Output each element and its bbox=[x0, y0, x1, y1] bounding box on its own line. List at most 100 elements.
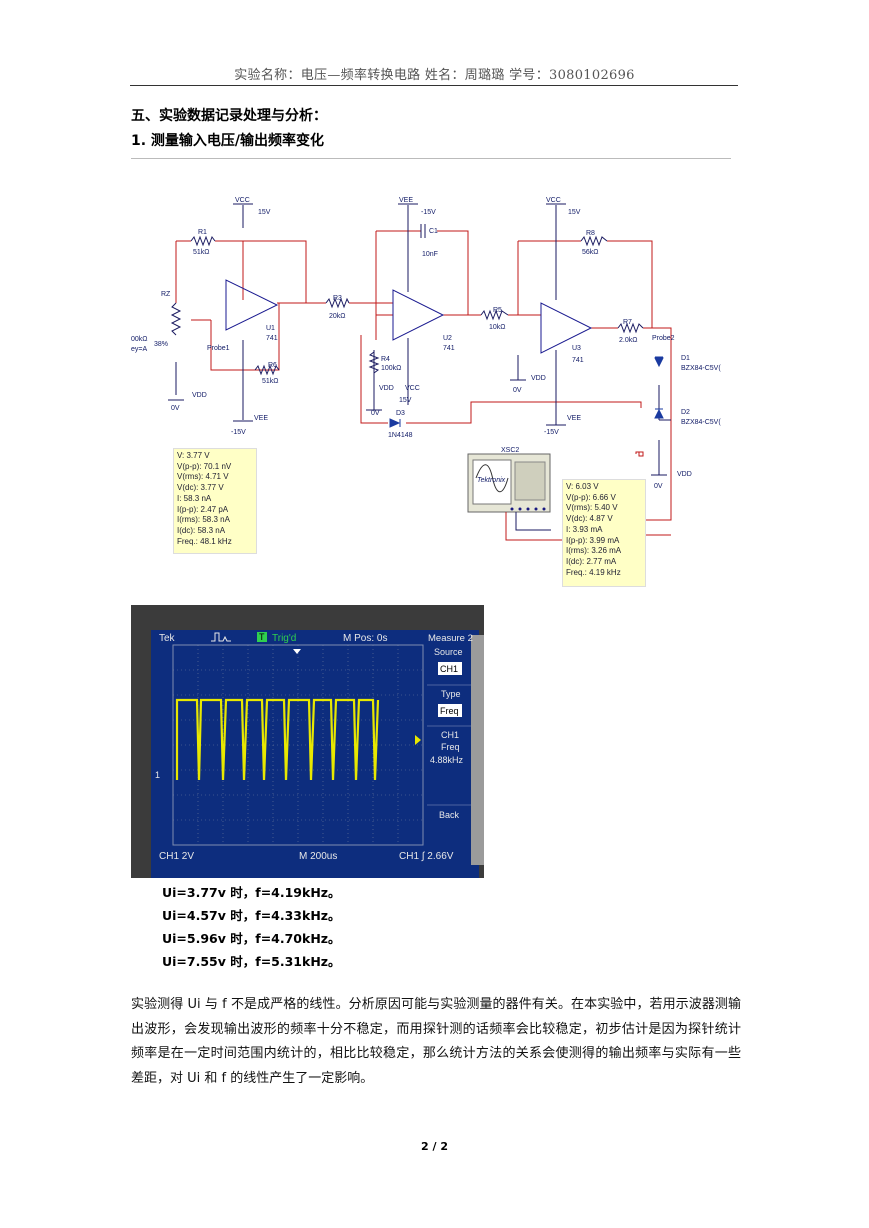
back-button[interactable]: Back bbox=[439, 810, 460, 820]
r7-label: R7 bbox=[623, 319, 632, 326]
vcc2-value: 15V bbox=[399, 397, 412, 404]
probe1-line: I: 58.3 nA bbox=[177, 493, 212, 503]
r3-value: 20kΩ bbox=[329, 313, 346, 320]
type-label: Type bbox=[441, 689, 461, 699]
horizontal-position: M Pos: 0s bbox=[343, 633, 387, 644]
vee2-value: -15V bbox=[421, 209, 436, 216]
results-list: Ui=3.77v 时，f=4.19kHz。 Ui=4.57v 时，f=4.33k… bbox=[162, 881, 341, 973]
r5-label: R5 bbox=[493, 307, 502, 314]
r3-label: R3 bbox=[333, 295, 342, 302]
section-subtitle: 1. 测量输入电压/输出频率变化 bbox=[131, 133, 325, 149]
ground-0v-c: 0V bbox=[654, 483, 663, 490]
probe1-line: V(p-p): 70.1 nV bbox=[177, 461, 232, 471]
r5-value: 10kΩ bbox=[489, 324, 506, 331]
probe2-line: Freq.: 4.19 kHz bbox=[566, 567, 621, 577]
ground-0v-b: 0V bbox=[513, 387, 522, 394]
menu-title: Measure 2 bbox=[428, 633, 473, 644]
scope-brand: Tek bbox=[159, 633, 176, 644]
probe2-line: I(dc): 2.77 mA bbox=[566, 556, 617, 566]
result-item: Ui=5.96v 时，f=4.70kHz。 bbox=[162, 931, 341, 946]
d3-type: 1N4148 bbox=[388, 432, 413, 439]
probe2-line: I(rms): 3.26 mA bbox=[566, 546, 622, 556]
r8-label: R8 bbox=[586, 230, 595, 237]
analysis-paragraph: 实验测得 Ui 与 f 不是成严格的线性。分析原因可能与实验测量的器件有关。在本… bbox=[131, 997, 741, 1086]
u3-type: 741 bbox=[572, 357, 584, 364]
r8-value: 56kΩ bbox=[582, 249, 599, 256]
r6-label: R6 bbox=[268, 362, 277, 369]
measure-value: 4.88kHz bbox=[430, 755, 464, 765]
probe2-line: V(dc): 4.87 V bbox=[566, 514, 613, 524]
vdd2-label: VDD bbox=[379, 385, 394, 392]
probe1-line: V(rms): 4.71 V bbox=[177, 472, 229, 482]
vcc3-value: 15V bbox=[568, 209, 581, 216]
probe2-line: V(p-p): 6.66 V bbox=[566, 492, 616, 502]
probe1-readout: V: 3.77 V V(p-p): 70.1 nV V(rms): 4.71 V… bbox=[173, 448, 257, 554]
r4-value: 100kΩ bbox=[381, 365, 401, 372]
section-title: 五、实验数据记录处理与分析： bbox=[131, 108, 327, 124]
u2-label: U2 bbox=[443, 335, 452, 342]
r1-value: 51kΩ bbox=[193, 249, 210, 256]
d3-label: D3 bbox=[396, 410, 405, 417]
vdd1-label: VDD bbox=[192, 392, 207, 399]
vee1-value: -15V bbox=[231, 429, 246, 436]
time-scale: M 200us bbox=[299, 851, 337, 862]
vcc2-label: VCC bbox=[405, 385, 420, 392]
vdd3-label: VDD bbox=[531, 375, 546, 382]
subtitle-divider bbox=[131, 158, 731, 159]
rz-value-1: 00kΩ bbox=[131, 336, 148, 343]
trig-status-badge: T bbox=[259, 632, 265, 642]
channel-scale: CH1 2V bbox=[159, 851, 194, 862]
probe1-line: I(rms): 58.3 nA bbox=[177, 515, 230, 525]
vee1-label: VEE bbox=[254, 415, 268, 422]
u1-label: U1 bbox=[266, 325, 275, 332]
vcc1-label: VCC bbox=[235, 197, 250, 204]
rz-percent: 38% bbox=[154, 341, 168, 348]
probe2-readout: V: 6.03 V V(p-p): 6.66 V V(rms): 5.40 V … bbox=[562, 479, 646, 587]
result-item: Ui=4.57v 时，f=4.33kHz。 bbox=[162, 908, 341, 923]
probe1-line: I(dc): 58.3 nA bbox=[177, 525, 226, 535]
vee3-value: -15V bbox=[544, 429, 559, 436]
probe2-line: I(p-p): 3.99 mA bbox=[566, 535, 620, 545]
probe2-label: Probe2 bbox=[652, 335, 675, 342]
vdd4-label: VDD bbox=[677, 471, 692, 478]
probe2-line: I: 3.93 mA bbox=[566, 524, 603, 534]
source-label: Source bbox=[434, 647, 463, 657]
vcc1-value: 15V bbox=[258, 209, 271, 216]
vcc3-label: VCC bbox=[546, 197, 561, 204]
d2-label: D2 bbox=[681, 409, 690, 416]
r6-value: 51kΩ bbox=[262, 378, 279, 385]
trigger-status: Trig'd bbox=[272, 633, 296, 644]
vee2-label: VEE bbox=[399, 197, 413, 204]
page-header: 实验名称：电压—频率转换电路 姓名：周璐璐 学号：3080102696 bbox=[234, 68, 635, 83]
source-value[interactable]: CH1 bbox=[440, 664, 458, 674]
probe1-line: V(dc): 3.77 V bbox=[177, 483, 224, 493]
probe1-line: V: 3.77 V bbox=[177, 451, 210, 460]
result-item: Ui=7.55v 时，f=5.31kHz。 bbox=[162, 954, 341, 969]
vdd1-value: 0V bbox=[171, 405, 180, 412]
measure-type: Freq bbox=[441, 742, 460, 752]
r7-value: 2.0kΩ bbox=[619, 337, 637, 344]
d1-type: BZX84-C5V( bbox=[681, 365, 721, 372]
channel-marker: 1 bbox=[155, 770, 160, 780]
r1-label: R1 bbox=[198, 229, 207, 236]
rz-label: RZ bbox=[161, 291, 171, 298]
oscilloscope-screen: Tek T Trig'd M Pos: 0s Measure 2 Source … bbox=[131, 605, 484, 878]
probe1-line: Freq.: 48.1 kHz bbox=[177, 536, 232, 546]
probe1-label: Probe1 bbox=[207, 345, 230, 352]
c1-value: 10nF bbox=[422, 251, 438, 258]
r4-label: R4 bbox=[381, 356, 390, 363]
u1-type: 741 bbox=[266, 335, 278, 342]
result-item: Ui=3.77v 时，f=4.19kHz。 bbox=[162, 885, 341, 900]
xsc-label: XSC2 bbox=[501, 447, 519, 454]
measure-channel: CH1 bbox=[441, 730, 459, 740]
ground-0v-a: 0V bbox=[371, 410, 380, 417]
u2-type: 741 bbox=[443, 345, 455, 352]
waveform-trace bbox=[175, 698, 380, 781]
trigger-level: CH1 ∫ 2.66V bbox=[399, 851, 454, 862]
probe1-line: I(p-p): 2.47 pA bbox=[177, 504, 229, 514]
d2-type: BZX84-C5V( bbox=[681, 419, 721, 426]
type-value[interactable]: Freq bbox=[440, 706, 459, 716]
c1-label: C1 bbox=[429, 228, 438, 235]
vee3-label: VEE bbox=[567, 415, 581, 422]
probe2-line: V(rms): 5.40 V bbox=[566, 503, 618, 513]
